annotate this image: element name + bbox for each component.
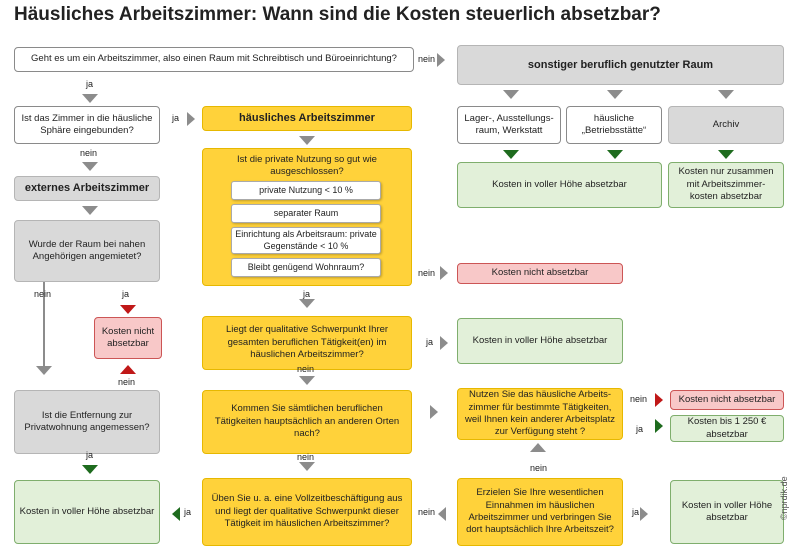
arrow-down-7 <box>299 462 315 471</box>
arrow-down-2 <box>82 162 98 171</box>
result-kosten-voll-2: Kosten in voller Höhe absetzbar <box>457 318 623 364</box>
criterion-separater-raum: separater Raum <box>231 204 381 223</box>
criterion-private-nutzung: private Nutzung < 10 % <box>231 181 381 200</box>
label-nein: nein <box>80 148 98 158</box>
arrow-green-vollzeit <box>172 507 180 521</box>
arrow-green-betrieb <box>607 150 623 159</box>
label-nein: nein <box>418 54 436 64</box>
arrow-down-5 <box>299 299 315 308</box>
box-haeusliches-arbeitszimmer: häusliches Arbeitszimmer <box>202 106 412 131</box>
label-nein: nein <box>630 394 648 404</box>
label-ja: ja <box>86 450 94 460</box>
arrow-red-down <box>120 305 136 314</box>
question-einnahmen: Erzielen Sie Ihre wesentlichen Einnahmen… <box>457 478 623 546</box>
watermark: ©nprdik.de <box>779 476 789 520</box>
arrow-green-1250 <box>655 419 663 433</box>
arrow-schwerpunkt-to-voll <box>440 336 448 350</box>
question-raum: Geht es um ein Arbeitszimmer, also einen… <box>14 47 414 72</box>
arrow-down-4 <box>299 136 315 145</box>
label-nein: nein <box>118 377 136 387</box>
label-ja: ja <box>632 507 640 517</box>
box-betriebsstaette: häusliche „Betriebsstätte“ <box>566 106 662 144</box>
criterion-einrichtung: Einrichtung als Arbeitsraum: private Geg… <box>231 227 381 254</box>
question-privat-label: Ist die private Nutzung so gut wie ausge… <box>237 154 377 178</box>
question-vollzeit: Üben Sie u. a. eine Vollzeitbeschäftigun… <box>202 478 412 546</box>
page-title: Häusliches Arbeitszimmer: Wann sind die … <box>14 4 661 25</box>
arrow-einnahmen-to-voll <box>640 507 648 521</box>
arrow-down-6 <box>299 376 315 385</box>
result-kosten-nicht-1: Kosten nicht absetzbar <box>457 263 623 284</box>
label-ja: ja <box>184 507 192 517</box>
arrow-down-sonst-betrieb <box>607 90 623 99</box>
arrow-andere-to-bestimmte <box>430 405 438 419</box>
arrow-raum-to-sonstiger <box>437 53 445 67</box>
result-kosten-archiv: Kosten nur zusammen mit Arbeitszimmer-ko… <box>668 162 784 208</box>
label-nein: nein <box>418 507 436 517</box>
arrow-red-up <box>120 365 136 374</box>
label-nein: nein <box>34 289 52 299</box>
label-nein: nein <box>297 364 315 374</box>
question-entfernung: Ist die Entfernung zur Privatwohnung ang… <box>14 390 160 454</box>
arrow-up-bestimmte <box>530 443 546 452</box>
arrow-down-3 <box>82 206 98 215</box>
arrow-down-sonst-lager <box>503 90 519 99</box>
arrow-down-long <box>36 366 52 375</box>
arrow-down-sonst-archiv <box>718 90 734 99</box>
box-sonstiger-raum: sonstiger beruflich genutzter Raum <box>457 45 784 85</box>
arrow-privat-to-nicht <box>440 266 448 280</box>
question-andere-orte: Kommen Sie sämtlichen beruflichen Tätigk… <box>202 390 412 454</box>
question-bestimmte-taetigkeiten: Nutzen Sie das häusliche Arbeits-zimmer … <box>457 388 623 440</box>
box-lager: Lager-, Ausstellungs-raum, Werkstatt <box>457 106 561 144</box>
question-sphaere: Ist das Zimmer in die häusliche Sphäre e… <box>14 106 160 144</box>
arrow-green-entfernung <box>82 465 98 474</box>
result-kosten-nicht-2: Kosten nicht absetzbar <box>94 317 162 359</box>
arrow-red-right <box>655 393 663 407</box>
arrow-down-1 <box>82 94 98 103</box>
box-archiv: Archiv <box>668 106 784 144</box>
arrow-einnahmen-to-vollzeit <box>438 507 446 521</box>
arrow-green-lager <box>503 150 519 159</box>
criterion-wohnraum: Bleibt genügend Wohnraum? <box>231 258 381 277</box>
label-ja: ja <box>172 113 180 123</box>
box-externes-arbeitszimmer: externes Arbeitszimmer <box>14 176 160 201</box>
result-kosten-nicht-3: Kosten nicht absetzbar <box>670 390 784 410</box>
question-angehoerige: Wurde der Raum bei nahen Angehörigen ang… <box>14 220 160 282</box>
question-schwerpunkt: Liegt der qualitative Schwerpunkt Ihrer … <box>202 316 412 370</box>
result-kosten-voll-4: Kosten in voller Höhe absetzbar <box>670 480 784 544</box>
arrow-sphaere-to-haeuslich <box>187 112 195 126</box>
label-ja: ja <box>303 289 311 299</box>
label-ja: ja <box>122 289 130 299</box>
label-ja: ja <box>636 424 644 434</box>
result-kosten-voll-3: Kosten in voller Höhe absetzbar <box>14 480 160 544</box>
result-kosten-1250: Kosten bis 1 250 € absetzbar <box>670 415 784 442</box>
label-ja: ja <box>426 337 434 347</box>
label-ja: ja <box>86 79 94 89</box>
arrow-green-archiv <box>718 150 734 159</box>
label-nein: nein <box>418 268 436 278</box>
result-kosten-voll-1: Kosten in voller Höhe absetzbar <box>457 162 662 208</box>
label-nein: nein <box>530 463 548 473</box>
label-nein: nein <box>297 452 315 462</box>
